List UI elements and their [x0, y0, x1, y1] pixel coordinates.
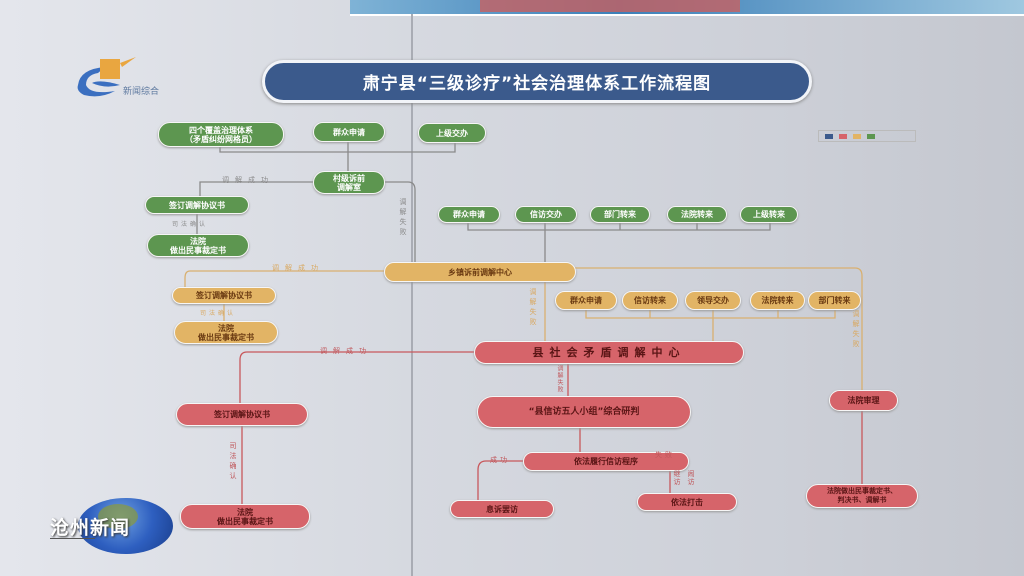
- legend-swatch: [853, 133, 861, 139]
- label-procedure-fail: 失败: [655, 451, 675, 459]
- node-village-mediation-room: 村级诉前 调解室: [313, 171, 385, 194]
- poster-top-banner: [350, 0, 1024, 16]
- node-strike: 依法打击: [637, 493, 737, 511]
- node-petition-procedure: 依法履行信访程序: [523, 452, 689, 471]
- label-village-fail: 调解失败: [399, 198, 407, 238]
- label-town-fail-right: 调解失败: [852, 310, 860, 350]
- node-court-trial: 法院审理: [829, 390, 898, 411]
- node-county-agreement: 签订调解协议书: [176, 403, 308, 426]
- node-town-src-superior: 上级转来: [740, 206, 798, 223]
- node-county-court: 法院 做出民事裁定书: [180, 504, 310, 529]
- poster-seam: [411, 14, 413, 576]
- label-town-success: 调解成功: [272, 264, 324, 272]
- node-town-mediation-center: 乡镇诉前调解中心: [384, 262, 576, 282]
- program-logo-underline: [50, 538, 95, 539]
- legend-swatch: [839, 133, 847, 139]
- node-town-src-court: 法院转来: [667, 206, 727, 223]
- node-town-src-petition: 信访交办: [515, 206, 577, 223]
- node-county-src-mass: 群众申请: [555, 291, 617, 310]
- node-town-src-department: 部门转来: [590, 206, 650, 223]
- channel-logo-icon: [77, 57, 136, 97]
- label-village-confirm: 司法确认: [172, 221, 209, 228]
- node-four-coverage: 四个覆盖治理体系 （矛盾纠纷网格员）: [158, 122, 284, 147]
- label-revisit: 继访: [673, 470, 681, 486]
- program-logo-text: 沧州新闻: [50, 517, 131, 539]
- node-five-person-group: “县信访五人小组”综合研判: [477, 396, 691, 428]
- label-county-fail: 调解失败: [556, 365, 563, 393]
- label-village-success: 调解成功: [222, 176, 274, 184]
- node-village-agreement: 签订调解协议书: [145, 196, 249, 214]
- channel-logo-text: 新闻综合: [123, 87, 160, 97]
- node-town-agreement: 签订调解协议书: [172, 287, 276, 304]
- page-title: 肃宁县“三级诊疗”社会治理体系工作流程图: [262, 60, 812, 103]
- label-town-confirm: 司法确认: [200, 310, 237, 317]
- label-county-confirm: 司法确认: [229, 442, 237, 482]
- node-county-src-court: 法院转来: [750, 291, 805, 310]
- node-county-src-department: 部门转来: [808, 291, 861, 310]
- legend-swatch: [825, 133, 833, 139]
- channel-logo: [70, 55, 190, 100]
- node-town-src-mass: 群众申请: [438, 206, 500, 223]
- node-village-superior-assigned: 上级交办: [418, 123, 486, 143]
- label-procedure-success: 成功: [490, 456, 510, 464]
- label-county-success: 调解成功: [320, 347, 372, 355]
- legend: [818, 130, 916, 142]
- node-town-court: 法院 做出民事裁定书: [174, 321, 278, 344]
- node-county-src-leader: 领导交办: [685, 291, 741, 310]
- node-village-court: 法院 做出民事裁定书: [147, 234, 249, 257]
- node-resolved: 息诉罢访: [450, 500, 554, 518]
- legend-swatch: [867, 133, 875, 139]
- label-disrupt: 闹访: [687, 470, 695, 486]
- globe-icon: [78, 498, 173, 554]
- node-court-final: 法院做出民事裁定书、 判决书、调解书: [806, 484, 918, 508]
- node-county-mediation-center: 县社会矛盾调解中心: [474, 341, 744, 364]
- label-town-fail: 调解失败: [529, 288, 537, 328]
- node-village-mass-application: 群众申请: [313, 122, 385, 142]
- node-county-src-petition: 信访转来: [622, 291, 678, 310]
